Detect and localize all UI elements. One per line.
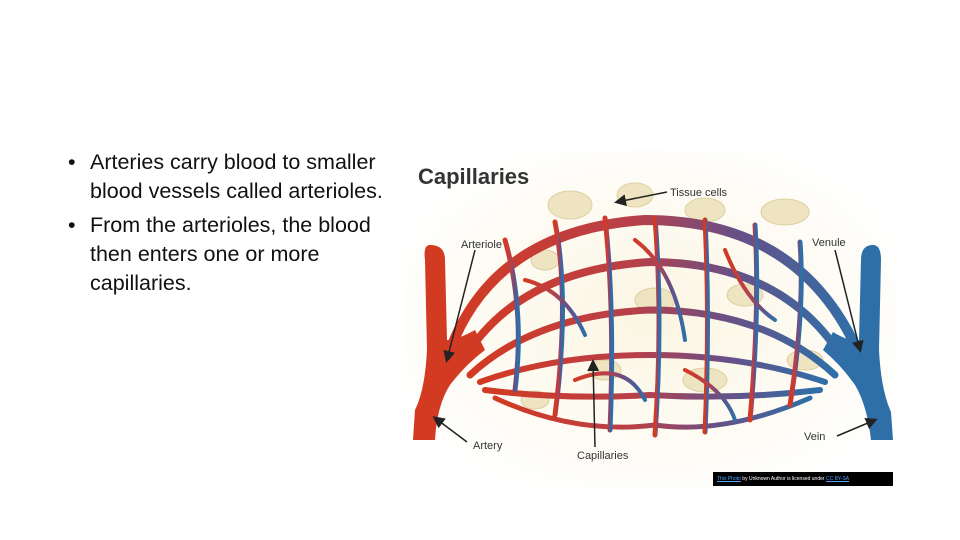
bullet-text: Arteries carry blood to smaller blood ve…: [90, 150, 383, 203]
bullet-symbol: •: [68, 150, 76, 174]
label-tissue-cells: Tissue cells: [670, 187, 728, 199]
credit-photo-link[interactable]: This Photo: [717, 476, 741, 482]
capillaries-diagram: Capillaries Tissue cells Arteriole Venul…: [405, 150, 895, 487]
label-venule: Venule: [812, 237, 846, 249]
bullet-symbol: •: [68, 213, 76, 237]
photo-credit: This Photo by Unknown Author is licensed…: [713, 472, 893, 486]
label-arrows: [432, 191, 878, 448]
label-arteriole: Arteriole: [461, 239, 502, 251]
bullet-item: • From the arterioles, the blood then en…: [68, 211, 398, 298]
label-capillaries: Capillaries: [577, 450, 629, 462]
credit-license-link[interactable]: CC BY-SA: [825, 476, 850, 482]
capillary-network: [445, 214, 860, 438]
credit-text: by Unknown Author is licensed under: [740, 476, 826, 482]
label-artery: Artery: [473, 440, 503, 452]
bullet-list: • Arteries carry blood to smaller blood …: [68, 148, 398, 303]
label-vein: Vein: [804, 431, 825, 443]
bullet-item: • Arteries carry blood to smaller blood …: [68, 148, 398, 206]
diagram-title: Capillaries: [418, 164, 529, 189]
bullet-text: From the arterioles, the blood then ente…: [90, 213, 371, 295]
